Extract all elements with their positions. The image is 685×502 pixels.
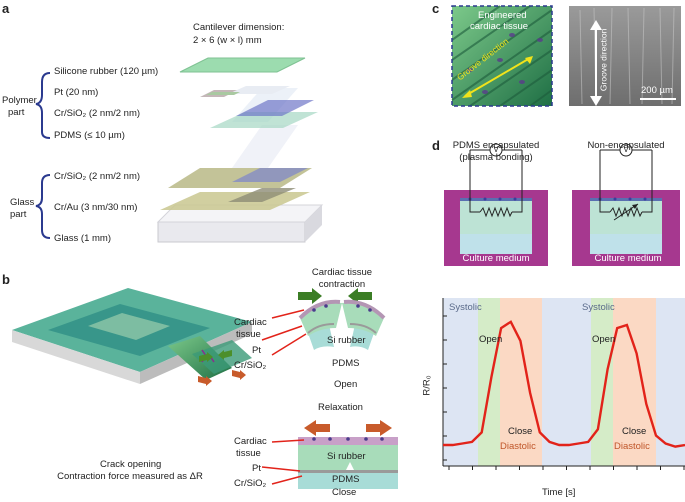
chart-series-line — [443, 320, 685, 448]
groove-direction-white: Groove direction — [598, 28, 609, 92]
contraction-title-1: Cardiac tissue — [311, 267, 373, 278]
si-rubber-label-1: Si rubber — [327, 335, 366, 346]
pt-label-1: Pt — [252, 345, 261, 356]
layer-cr-au: Cr/Au (3 nm/30 nm) — [54, 202, 138, 213]
polymer-part-label: Polymer — [2, 95, 37, 106]
micrograph-engineered-tissue — [451, 5, 553, 107]
encapsulated-title-2: (plasma bonding) — [459, 152, 533, 163]
voltmeter-right: V — [623, 145, 629, 154]
si-rubber-label-2: Si rubber — [327, 451, 366, 462]
panel-a-label: a — [2, 1, 10, 16]
micrograph-grayscale — [569, 6, 681, 106]
layer-silicone-rubber: Silicone rubber (120 µm) — [54, 66, 159, 77]
open-label: Open — [334, 379, 358, 390]
layer-cr-sio2-glass: Cr/SiO₂ (2 nm/2 nm) — [54, 171, 141, 182]
culture-medium-left: Culture medium — [462, 253, 530, 264]
scale-bar-label: 200 µm — [641, 85, 673, 96]
engineered-label-2: cardiac tissue — [470, 21, 529, 32]
green-arrow-left — [199, 352, 213, 362]
engineered-label-1: Engineered — [478, 10, 527, 21]
panel-d-label: d — [432, 138, 440, 153]
relaxation-title: Relaxation — [318, 402, 363, 413]
phase-close-2: Close — [622, 426, 647, 437]
silicone-rubber-layer — [179, 57, 306, 73]
glass-part-label2: part — [10, 209, 27, 220]
device-front — [12, 330, 140, 384]
tissue-label-1: tissue — [236, 329, 261, 340]
glass-part-label: Glass — [10, 197, 35, 208]
tissue-label-2: tissue — [236, 448, 261, 459]
phase-open-2: Open — [592, 334, 616, 345]
crack-opening-label: Crack opening — [100, 459, 162, 470]
phase-open-1: Open — [479, 334, 503, 345]
device-3d-render — [12, 288, 252, 386]
y-axis-label: R/R₀ — [421, 375, 433, 396]
chart-bg-open-2 — [591, 298, 613, 466]
cr-sio2-glass-electrode — [232, 168, 308, 182]
phase-close-1: Close — [508, 426, 533, 437]
cr-au-electrode — [228, 188, 296, 202]
cardiac-label-2: Cardiac — [234, 436, 267, 447]
resistance-chart — [442, 298, 685, 470]
layer-pt: Pt (20 nm) — [54, 87, 99, 98]
voltmeter-left: V — [493, 145, 499, 154]
contraction-cross-section — [261, 288, 386, 356]
layer-glass: Glass (1 mm) — [54, 233, 111, 244]
x-axis-label: Time [s] — [542, 487, 576, 498]
phase-diastolic-1: Diastolic — [500, 441, 536, 452]
pt-label-2: Pt — [252, 463, 261, 474]
panel-c-label: c — [432, 1, 440, 16]
layer-pdms: PDMS (≤ 10 µm) — [54, 130, 125, 141]
phase-systolic-1: Systolic — [449, 302, 482, 313]
green-arrow-right — [218, 350, 232, 360]
panel-b-label: b — [2, 272, 10, 287]
layer-stack-diagram — [35, 57, 324, 243]
glass-bracket — [35, 174, 51, 239]
orange-arrow-left — [198, 376, 212, 386]
glass-side — [305, 205, 322, 242]
phase-diastolic-2: Diastolic — [614, 441, 650, 452]
crsio2-label-2: Cr/SiO₂ — [234, 478, 267, 489]
polymer-cr-sio2-layer — [236, 100, 314, 116]
cardiac-label-1: Cardiac — [234, 317, 267, 328]
pt-layer-b — [228, 86, 290, 94]
polymer-part-label2: part — [8, 107, 25, 118]
glass-slab — [157, 221, 306, 243]
non-encapsulated-title: Non-encapsulated — [587, 140, 665, 151]
orange-arrow-right — [232, 370, 246, 380]
pdms-label-2: PDMS — [332, 474, 360, 485]
close-label: Close — [332, 487, 357, 498]
contraction-force-label: Contraction force measured as ΔR — [57, 471, 203, 482]
circuit-non-encapsulated — [572, 143, 680, 266]
chart-bg-close-1 — [500, 298, 542, 466]
crsio2-label-1: Cr/SiO₂ — [234, 360, 267, 371]
circuit-encapsulated — [444, 143, 548, 266]
encapsulated-title-1: PDMS encapsulated — [452, 140, 540, 151]
cantilever-title: Cantilever dimension: — [193, 22, 285, 33]
polymer-bracket — [35, 72, 51, 139]
layer-cr-sio2-polymer: Cr/SiO₂ (2 nm/2 nm) — [54, 108, 141, 119]
contraction-title-2: contraction — [318, 279, 366, 290]
pdms-label-1: PDMS — [332, 358, 360, 369]
cantilever-dimensions: 2 × 6 (w × l) mm — [193, 35, 262, 46]
chart-bg-open-1 — [478, 298, 500, 466]
relaxation-cross-section — [261, 420, 398, 489]
culture-medium-right: Culture medium — [594, 253, 662, 264]
phase-systolic-2: Systolic — [582, 302, 615, 313]
